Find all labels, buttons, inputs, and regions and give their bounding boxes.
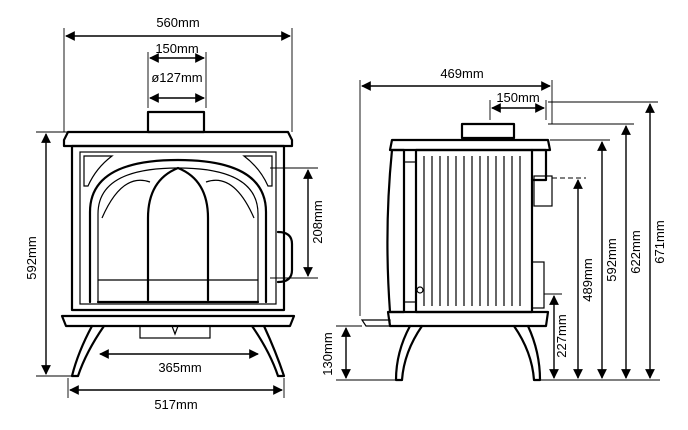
label-side-height-489: 489mm (580, 258, 595, 301)
side-body-ribs (423, 156, 521, 306)
side-base-plinth (386, 310, 550, 328)
side-leg-front (394, 324, 424, 382)
side-rear-panel (531, 261, 545, 309)
side-body (414, 148, 534, 314)
side-door-knob (416, 286, 424, 294)
side-rear-flue-outlet (533, 175, 553, 207)
front-door-handle (276, 230, 294, 284)
side-leg-rear (512, 324, 542, 382)
front-view (60, 110, 296, 378)
label-front-flue-inner: ø127mm (151, 70, 202, 85)
label-side-height-622: 622mm (628, 230, 643, 273)
front-flue-collar (146, 110, 206, 134)
side-door-edge (403, 161, 417, 303)
front-inner-frame (79, 151, 277, 305)
side-flue-collar (460, 122, 516, 140)
label-front-flue-outer: 150mm (155, 41, 198, 56)
front-door-tracery-right (205, 179, 255, 219)
label-front-height: 592mm (24, 236, 39, 279)
front-body (70, 144, 286, 312)
front-ornament-right (242, 155, 273, 187)
front-ash-pan-lip (171, 325, 179, 336)
side-door-front (386, 148, 406, 314)
front-top-plate (62, 130, 294, 148)
label-front-width-top: 560mm (156, 15, 199, 30)
front-ornament-left (83, 155, 114, 187)
front-leg-left (70, 324, 106, 378)
front-door-arch (88, 158, 268, 304)
label-side-rear-outlet-height: 227mm (554, 314, 569, 357)
label-side-height-592: 592mm (604, 238, 619, 281)
side-dimensions: 469mm 150mm 130mm 227mm 489mm 592mm 622m… (320, 66, 667, 381)
front-dimensions: 560mm 150mm ø127mm 592mm 208mm 365mm 517… (24, 15, 325, 412)
label-front-base-width: 517mm (154, 397, 197, 412)
side-top-plate (388, 138, 552, 152)
front-base-plinth (60, 314, 296, 328)
label-front-door-height: 208mm (310, 200, 325, 243)
label-side-depth: 469mm (440, 66, 483, 81)
label-side-flue-outer: 150mm (496, 90, 539, 105)
front-door-tracery-center (146, 166, 210, 302)
side-view (360, 122, 553, 382)
label-side-base-clearance: 130mm (320, 332, 335, 375)
label-front-leg-span: 365mm (158, 360, 201, 375)
front-leg-right (250, 324, 286, 378)
label-side-height-671: 671mm (652, 220, 667, 263)
side-ash-lip (360, 319, 391, 327)
side-rear-box (530, 148, 548, 182)
front-door-tracery-left (101, 179, 151, 219)
front-ash-pan (139, 325, 211, 339)
